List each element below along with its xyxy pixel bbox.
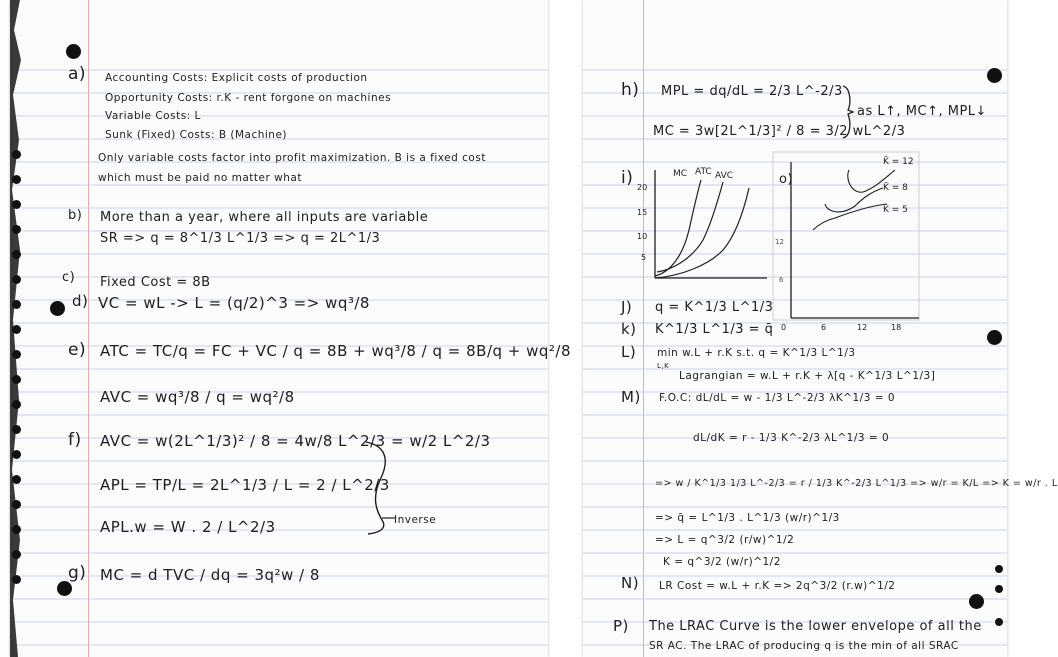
part-a-label: a) [68, 64, 87, 84]
torn-edge [10, 0, 21, 657]
part-b-label: b) [68, 208, 83, 223]
g-marginal-cost: MC = d TVC / dq = 3q²w / 8 [100, 566, 320, 584]
curly-brace [365, 441, 396, 535]
part-d-label: d) [72, 292, 89, 310]
chart-o-xtick-6: 6 [821, 323, 826, 332]
lr-cost-envelope-chart: 12 6 0 6 12 18 K̄ = 12 K̄ = 8 K̄ = 5 [772, 151, 920, 332]
m-k-demand: K = q^3/2 (w/r)^1/2 [663, 556, 781, 568]
m-foc-k: dL/dK = r - 1/3 K^-2/3 λL^1/3 = 0 [693, 432, 890, 444]
a-variable-costs: Variable Costs: L [105, 110, 201, 122]
h-brace [842, 85, 855, 139]
ruled-lines [10, 69, 548, 646]
chart-i-series-mc [654, 179, 702, 277]
chart-o-series-k8 [824, 187, 884, 213]
chart-i-label-mc: MC [673, 169, 687, 179]
chart-o-xtick-0: 0 [781, 323, 786, 332]
ruled-lines-right [583, 69, 1007, 646]
chart-i-label-atc: ATC [695, 167, 712, 177]
part-l-label: L) [621, 343, 637, 361]
a-sunk-costs: Sunk (Fixed) Costs: B (Machine) [105, 129, 288, 141]
chart-i-ytick-10: 10 [637, 232, 647, 241]
chart-o-xtick-12: 12 [857, 323, 867, 332]
h-mc: MC = 3w[2L^1/3]² / 8 = 3/2 wL^2/3 [653, 124, 906, 139]
chart-o-frame [772, 151, 920, 321]
a-only-variable-costs: Only variable costs factor into profit m… [98, 152, 486, 164]
c-fixed-cost: Fixed Cost = 8B [100, 275, 211, 290]
part-m-label: M) [621, 388, 641, 406]
chart-o-series-k12 [847, 169, 896, 193]
b-short-run-production: SR => q = 8^1/3 L^1/3 => q = 2L^1/3 [100, 231, 381, 246]
l-minimization: min w.L + r.K s.t. q = K^1/3 L^1/3 [657, 347, 856, 359]
h-note: as L↑, MC↑, MPL↓ [857, 104, 987, 119]
chart-o-label-k12: K̄ = 12 [883, 155, 914, 167]
e-atc: ATC = TC/q = FC + VC / q = 8B + wq³/8 / … [100, 342, 572, 360]
part-c-label: c) [62, 270, 76, 285]
chart-o-series-k5 [812, 203, 888, 231]
m-l-demand: => L = q^3/2 (r/w)^1/2 [655, 534, 795, 546]
cost-curves-chart: 20 15 10 5 MC ATC AVC [637, 167, 767, 279]
l-subscript: L,K [657, 362, 670, 370]
chart-i-series-avc [654, 187, 750, 279]
d-variable-cost: VC = wL -> L = (q/2)^3 => wq³/8 [98, 294, 370, 312]
part-j-label: J) [621, 298, 633, 316]
p-lrac-min: SR AC. The LRAC of producing q is the mi… [649, 640, 959, 652]
part-k-label: k) [621, 320, 637, 338]
k-isoquant: K^1/3 L^1/3 = q̄ [655, 322, 774, 337]
chart-o-label-k5: K̄ = 5 [883, 203, 908, 215]
chart-i-ytick-15: 15 [637, 208, 647, 217]
chart-i-ytick-5: 5 [641, 253, 646, 262]
a-fixed-cost-note: which must be paid no matter what [98, 172, 302, 184]
h-mpl: MPL = dq/dL = 2/3 L^-2/3 [661, 84, 843, 99]
m-qbar: => q̄ = L^1/3 . L^1/3 (w/r)^1/3 [655, 512, 840, 524]
chart-i-ytick-20: 20 [637, 183, 647, 192]
f-apl: APL = TP/L = 2L^1/3 / L = 2 / L^2/3 [100, 476, 390, 494]
part-g-label: g) [68, 563, 87, 583]
chart-o-ytick-12: 12 [775, 238, 784, 246]
chart-o-xtick-18: 18 [891, 323, 901, 332]
a-opportunity-costs: Opportunity Costs: r.K - rent forgone on… [105, 92, 392, 104]
part-f-label: f) [68, 430, 82, 450]
e-avc: AVC = wq³/8 / q = wq²/8 [100, 388, 295, 406]
part-n-label: N) [621, 574, 640, 592]
m-ratio: => w / K^1/3 1/3 L^-2/3 = r / 1/3 K^-2/3… [655, 478, 1058, 489]
part-i-label: i) [621, 168, 634, 188]
n-lr-cost: LR Cost = w.L + r.K => 2q^3/2 (r.w)^1/2 [659, 580, 896, 592]
f-inverse-note: Inverse [394, 514, 437, 526]
part-e-label: e) [68, 340, 87, 360]
m-foc-l: F.O.C: dL/dL = w - 1/3 L^-2/3 λK^1/3 = 0 [659, 392, 896, 404]
left-notebook-page: a) Accounting Costs: Explicit costs of p… [10, 0, 571, 657]
b-long-run: More than a year, where all inputs are v… [100, 210, 429, 225]
chart-i-series-atc [656, 181, 724, 273]
part-o-label: o) [779, 172, 794, 187]
right-notebook-page: h) MPL = dq/dL = 2/3 L^-2/3 MC = 3w[2L^1… [583, 0, 1057, 657]
a-accounting-costs: Accounting Costs: Explicit costs of prod… [105, 72, 368, 84]
chart-i-label-avc: AVC [715, 171, 733, 181]
margin-line-right [643, 0, 644, 657]
part-p-label: P) [613, 617, 629, 635]
l-lagrangian: Lagrangian = w.L + r.K + λ[q - K^1/3 L^1… [679, 370, 936, 382]
f-apl-w: APL.w = W . 2 / L^2/3 [100, 518, 276, 536]
p-lrac-envelope: The LRAC Curve is the lower envelope of … [649, 619, 982, 634]
chart-o-ytick-6: 6 [779, 276, 784, 284]
f-avc: AVC = w(2L^1/3)² / 8 = 4w/8 L^2/3 = w/2 … [100, 432, 491, 450]
chart-o-label-k8: K̄ = 8 [883, 181, 908, 193]
part-h-label: h) [621, 80, 640, 100]
j-production: q = K^1/3 L^1/3 [655, 300, 774, 315]
margin-line [88, 0, 89, 657]
